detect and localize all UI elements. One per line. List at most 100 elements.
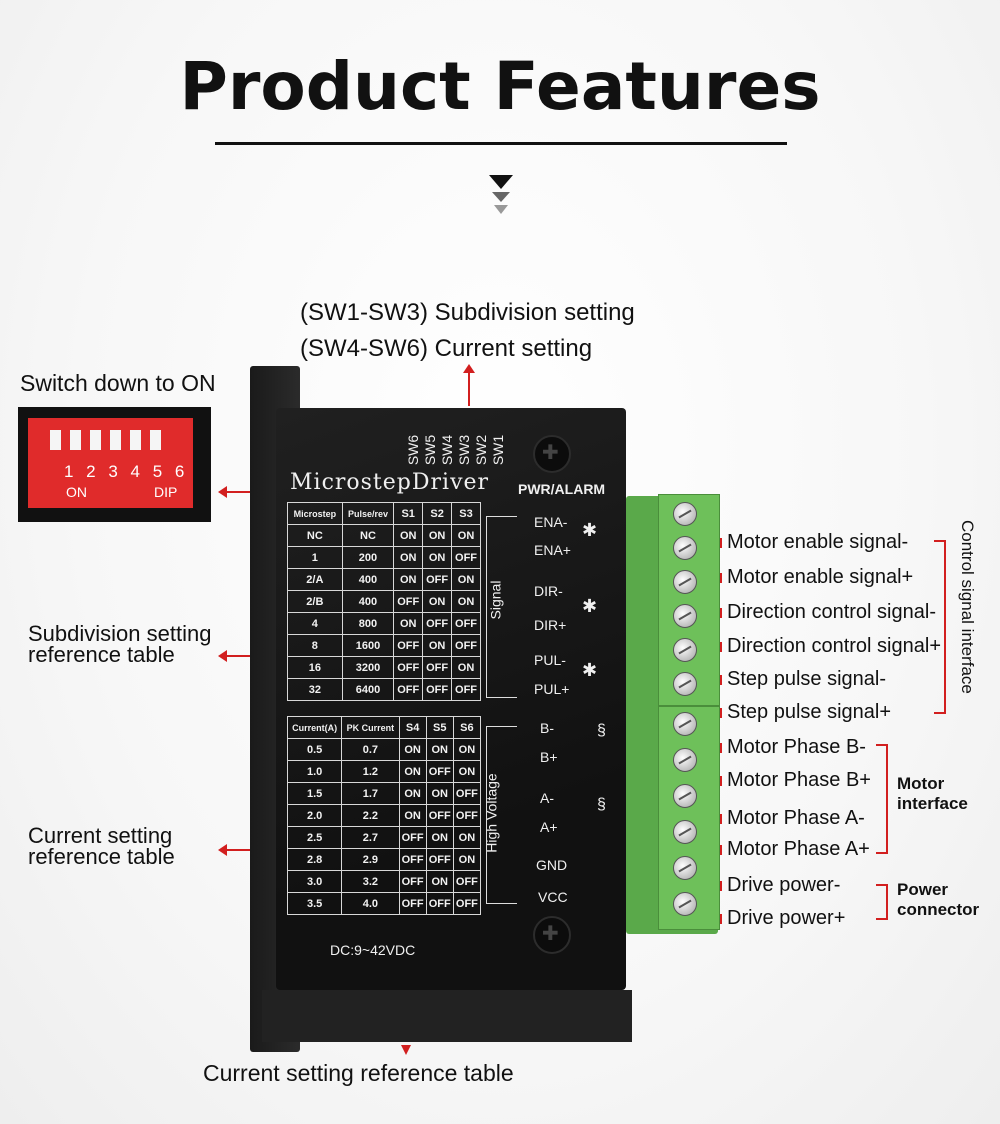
terminal-screw-icon[interactable] bbox=[673, 638, 697, 662]
high-voltage-label: High Voltage bbox=[483, 773, 500, 853]
motor-group-label: Motor interface bbox=[897, 774, 968, 814]
terminal-label: Motor enable signal+ bbox=[727, 566, 914, 588]
table-cell: NC bbox=[287, 524, 343, 547]
table-cell: 16 bbox=[287, 656, 343, 679]
current-table-label: Current setting reference table bbox=[28, 825, 175, 869]
terminal-label: Drive power- bbox=[727, 874, 841, 896]
subdivision-table-label-line1: Subdivision setting bbox=[28, 621, 212, 646]
table-header: S4 bbox=[398, 716, 427, 739]
switch-down-label: Switch down to ON bbox=[20, 370, 216, 396]
pin-label: DIR- bbox=[534, 583, 563, 599]
table-cell: ON bbox=[422, 634, 453, 657]
table-cell: OFF bbox=[422, 678, 453, 701]
table-cell: 3.2 bbox=[341, 870, 400, 893]
table-cell: 0.5 bbox=[286, 738, 343, 761]
table-cell: 32 bbox=[287, 678, 343, 701]
table-cell: OFF bbox=[425, 892, 454, 915]
table-cell: OFF bbox=[398, 826, 427, 849]
terminal-screw-icon[interactable] bbox=[673, 604, 697, 628]
sw-label: SW3 bbox=[456, 434, 473, 466]
dc-voltage-label: DC:9~42VDC bbox=[330, 942, 416, 958]
subdivision-table-label-line2: reference table bbox=[28, 642, 175, 667]
arrow-left-icon bbox=[218, 650, 260, 662]
signal-bracket bbox=[486, 516, 517, 698]
table-cell: 2.8 bbox=[286, 848, 343, 871]
led-icon: ✱ bbox=[582, 520, 598, 540]
current-table-label-line2: reference table bbox=[28, 844, 175, 869]
table-cell: 400 bbox=[341, 568, 395, 591]
table-cell: ON bbox=[425, 782, 454, 805]
terminal-screw-icon[interactable] bbox=[673, 856, 697, 880]
dip-key bbox=[70, 430, 81, 450]
sw-labels: SW6 SW5 SW4 SW3 SW2 SW1 bbox=[398, 428, 510, 468]
red-tick bbox=[720, 573, 722, 583]
sw-label: SW2 bbox=[473, 434, 490, 466]
table-cell: 2.5 bbox=[286, 826, 343, 849]
table-cell: ON bbox=[398, 804, 427, 827]
table-cell: OFF bbox=[425, 760, 454, 783]
red-tick bbox=[720, 708, 722, 718]
table-cell: ON bbox=[451, 656, 481, 679]
terminal-screw-icon[interactable] bbox=[673, 672, 697, 696]
table-cell: ON bbox=[452, 826, 482, 849]
table-cell: OFF bbox=[451, 634, 481, 657]
table-cell: ON bbox=[393, 568, 424, 591]
terminal-label: Step pulse signal+ bbox=[727, 701, 892, 723]
table-cell: ON bbox=[422, 524, 453, 547]
table-cell: 1600 bbox=[341, 634, 395, 657]
pin-label: GND bbox=[536, 857, 568, 873]
table-cell: 400 bbox=[341, 590, 395, 613]
table-cell: 2.2 bbox=[341, 804, 400, 827]
table-cell: 2.9 bbox=[341, 848, 400, 871]
table-cell: 3.0 bbox=[286, 870, 343, 893]
power-bracket bbox=[876, 884, 888, 920]
pin-label: ENA- bbox=[534, 514, 568, 530]
pwr-alarm-label: PWR/ALARM bbox=[518, 481, 606, 497]
terminal-screw-icon[interactable] bbox=[673, 502, 697, 526]
table-cell: ON bbox=[425, 826, 454, 849]
dip-key bbox=[90, 430, 101, 450]
motor-bracket bbox=[876, 744, 888, 854]
table-cell: ON bbox=[451, 524, 481, 547]
led-icon: ✱ bbox=[582, 660, 598, 680]
motor-group-label-line2: interface bbox=[897, 794, 968, 813]
table-header: S3 bbox=[451, 502, 481, 525]
table-cell: NC bbox=[341, 524, 395, 547]
sw-label: SW5 bbox=[422, 434, 439, 466]
table-header: Microstep bbox=[287, 502, 343, 525]
red-tick bbox=[720, 814, 722, 824]
terminal-label: Motor Phase B+ bbox=[727, 769, 871, 791]
table-cell: 8 bbox=[287, 634, 343, 657]
red-tick bbox=[720, 608, 722, 618]
terminal-screw-icon[interactable] bbox=[673, 570, 697, 594]
table-cell: ON bbox=[425, 870, 454, 893]
table-cell: ON bbox=[398, 738, 427, 761]
table-cell: OFF bbox=[398, 848, 427, 871]
table-cell: 2/B bbox=[287, 590, 343, 613]
table-header-row: Current(A) PK Current S4 S5 S6 bbox=[286, 716, 482, 739]
terminal-screw-icon[interactable] bbox=[673, 784, 697, 808]
power-group-label-line1: Power bbox=[897, 880, 949, 899]
terminal-screw-icon[interactable] bbox=[673, 820, 697, 844]
dip-key bbox=[50, 430, 61, 450]
table-cell: 3.5 bbox=[286, 892, 343, 915]
table-header: Pulse/rev bbox=[341, 502, 395, 525]
pin-label: B- bbox=[540, 720, 554, 736]
terminal-screw-icon[interactable] bbox=[673, 748, 697, 772]
table-header: PK Current bbox=[341, 716, 400, 739]
table-cell: 2.0 bbox=[286, 804, 343, 827]
terminal-screw-icon[interactable] bbox=[673, 536, 697, 560]
terminal-screw-icon[interactable] bbox=[673, 712, 697, 736]
page-title: Product Features bbox=[179, 48, 821, 125]
driver-name: MicrostepDriver bbox=[290, 470, 490, 495]
led-icon: ✱ bbox=[582, 596, 598, 616]
terminal-screw-icon[interactable] bbox=[673, 892, 697, 916]
arrow-up-icon bbox=[462, 364, 476, 406]
terminal-label: Motor Phase A+ bbox=[727, 838, 870, 860]
